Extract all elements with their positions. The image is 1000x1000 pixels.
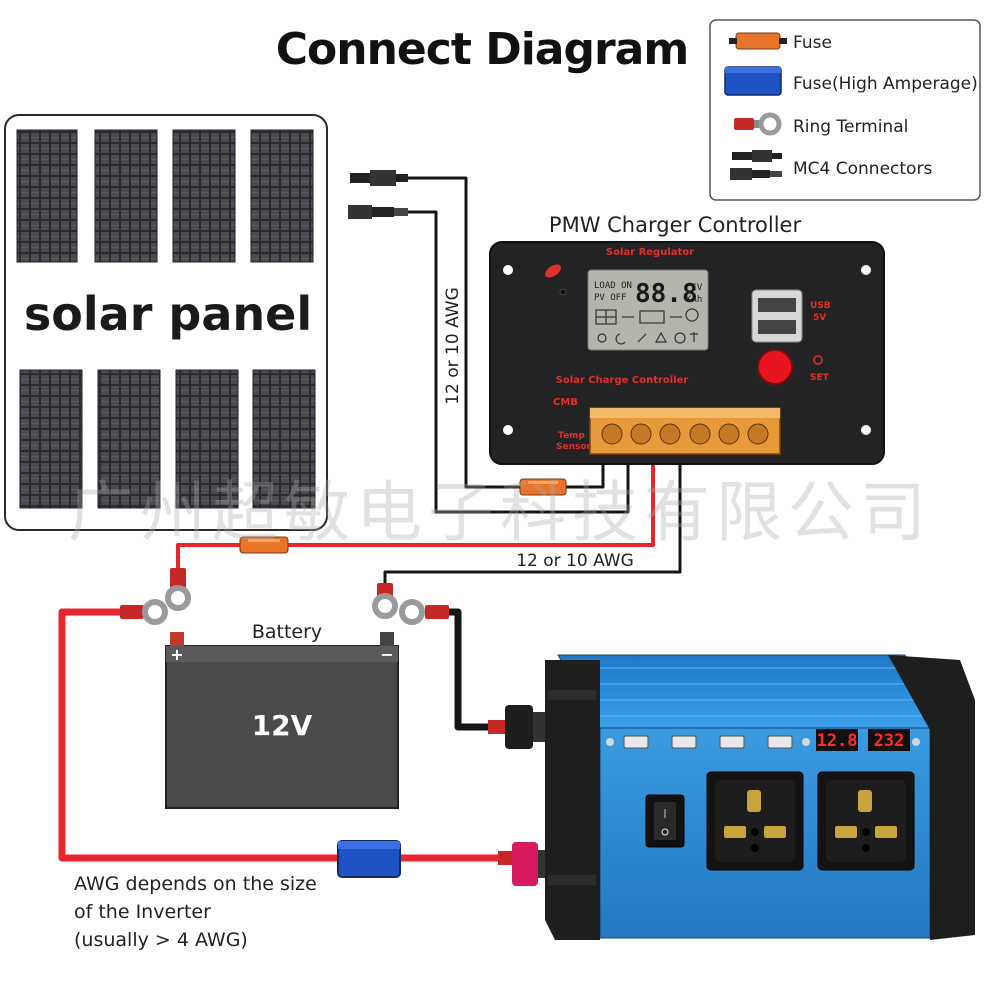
lcd-digits: 88.8 [635, 279, 698, 309]
solar-cells-top [16, 129, 314, 263]
inverter-wire-negative [430, 608, 495, 731]
lcd-pv: PV OFF [594, 293, 627, 303]
inverter-usb-port [623, 735, 649, 749]
usb-label: USB [810, 301, 831, 311]
controller-brand: Solar Regulator [606, 247, 694, 258]
inverter: 12.8 232 | [488, 654, 975, 940]
legend-ring-terminal-label: Ring Terminal [793, 117, 908, 137]
charge-controller: Solar Regulator LOAD ON PV OFF 88.8 °CV … [489, 241, 885, 465]
switch-on-icon: | [663, 809, 666, 819]
controller-logo-icon [545, 264, 561, 278]
ring-terminal-icon [120, 599, 168, 625]
controller-lcd [587, 269, 709, 351]
legend-fuse-label: Fuse [793, 33, 832, 53]
battery-minus-label: − [380, 645, 393, 664]
legend-mc4-label: MC4 Connectors [793, 159, 932, 179]
battery-positive-terminal [170, 632, 184, 646]
battery-plus-label: + [170, 645, 183, 664]
usb-ports [751, 289, 803, 343]
ring-terminal-icon [399, 599, 449, 625]
inverter-positive-terminal [512, 842, 538, 886]
high-amperage-fuse-icon [337, 840, 401, 878]
lcd-unit-bottom: KAh [686, 295, 702, 305]
set-button[interactable] [757, 349, 793, 385]
battery-negative-terminal [380, 632, 394, 646]
battery-voltage-label: 12V [252, 709, 313, 742]
controller-heading: PMW Charger Controller [549, 213, 802, 237]
inverter-wire-positive [58, 608, 340, 862]
temp-sensor-label-2: Sensor [556, 442, 592, 452]
controller-model: CMB [553, 397, 578, 408]
watermark: 广州超敏电子科技有限公司 [68, 474, 932, 551]
controller-fuse-icon [519, 478, 567, 496]
page-title: Connect Diagram [276, 24, 688, 75]
note-line-2: of the Inverter [74, 901, 211, 923]
set-label: SET [810, 373, 830, 383]
battery-label: Battery [252, 621, 322, 643]
inverter-outlet [706, 771, 804, 871]
usb-voltage-label: 5V [813, 313, 826, 323]
inverter-negative-terminal [505, 705, 533, 749]
solar-panel-label: solar panel [24, 287, 312, 341]
panel-wire-negative [408, 210, 630, 514]
panel-wire-positive [408, 176, 520, 489]
inverter-usb-port [767, 735, 793, 749]
ring-terminal-icon [165, 568, 191, 611]
legend-mc4-icon [730, 150, 782, 180]
lcd-load: LOAD ON [594, 281, 632, 291]
inverter-usb-port [671, 735, 697, 749]
ring-terminal-icon [372, 583, 398, 619]
inverter-voltage-display [816, 729, 858, 751]
note-line-1: AWG depends on the size [74, 873, 317, 895]
lcd-icons [595, 308, 699, 345]
inverter-display-right: 232 [874, 731, 905, 751]
battery-fuse-icon [239, 536, 289, 554]
inverter-display-left: 12.8 [817, 731, 858, 751]
inverter-usb-port [719, 735, 745, 749]
controller-terminal-block [589, 407, 781, 455]
legend: Fuse Fuse(High Amperage) Ring Terminal M… [709, 19, 981, 201]
power-icon [813, 355, 823, 365]
note-line-3: (usually > 4 AWG) [74, 929, 248, 951]
inverter-outlet [817, 771, 915, 871]
legend-fuse-high-label: Fuse(High Amperage) [793, 74, 978, 94]
mc4-connectors [348, 170, 408, 219]
battery-wire-positive [176, 452, 655, 570]
wiring [58, 176, 682, 862]
controller-name: Solar Charge Controller [556, 375, 689, 386]
switch-off-icon [661, 828, 669, 836]
battery-wire-awg-label: 12 or 10 AWG [516, 551, 634, 571]
temp-sensor-label-1: Temp [558, 431, 585, 441]
battery: + − 12V [165, 632, 399, 809]
legend-fuse-icon [729, 32, 787, 50]
battery-wire-negative [383, 452, 682, 585]
solar-cells-bottom [19, 369, 316, 509]
legend-ring-terminal-icon [734, 112, 782, 136]
panel-wire-awg-label: 12 or 10 AWG [443, 287, 463, 405]
lcd-unit-top: °CV [686, 283, 703, 293]
inverter-output-display [868, 729, 910, 751]
legend-fuse-high-icon [724, 66, 782, 96]
solar-panel: solar panel [4, 114, 328, 531]
